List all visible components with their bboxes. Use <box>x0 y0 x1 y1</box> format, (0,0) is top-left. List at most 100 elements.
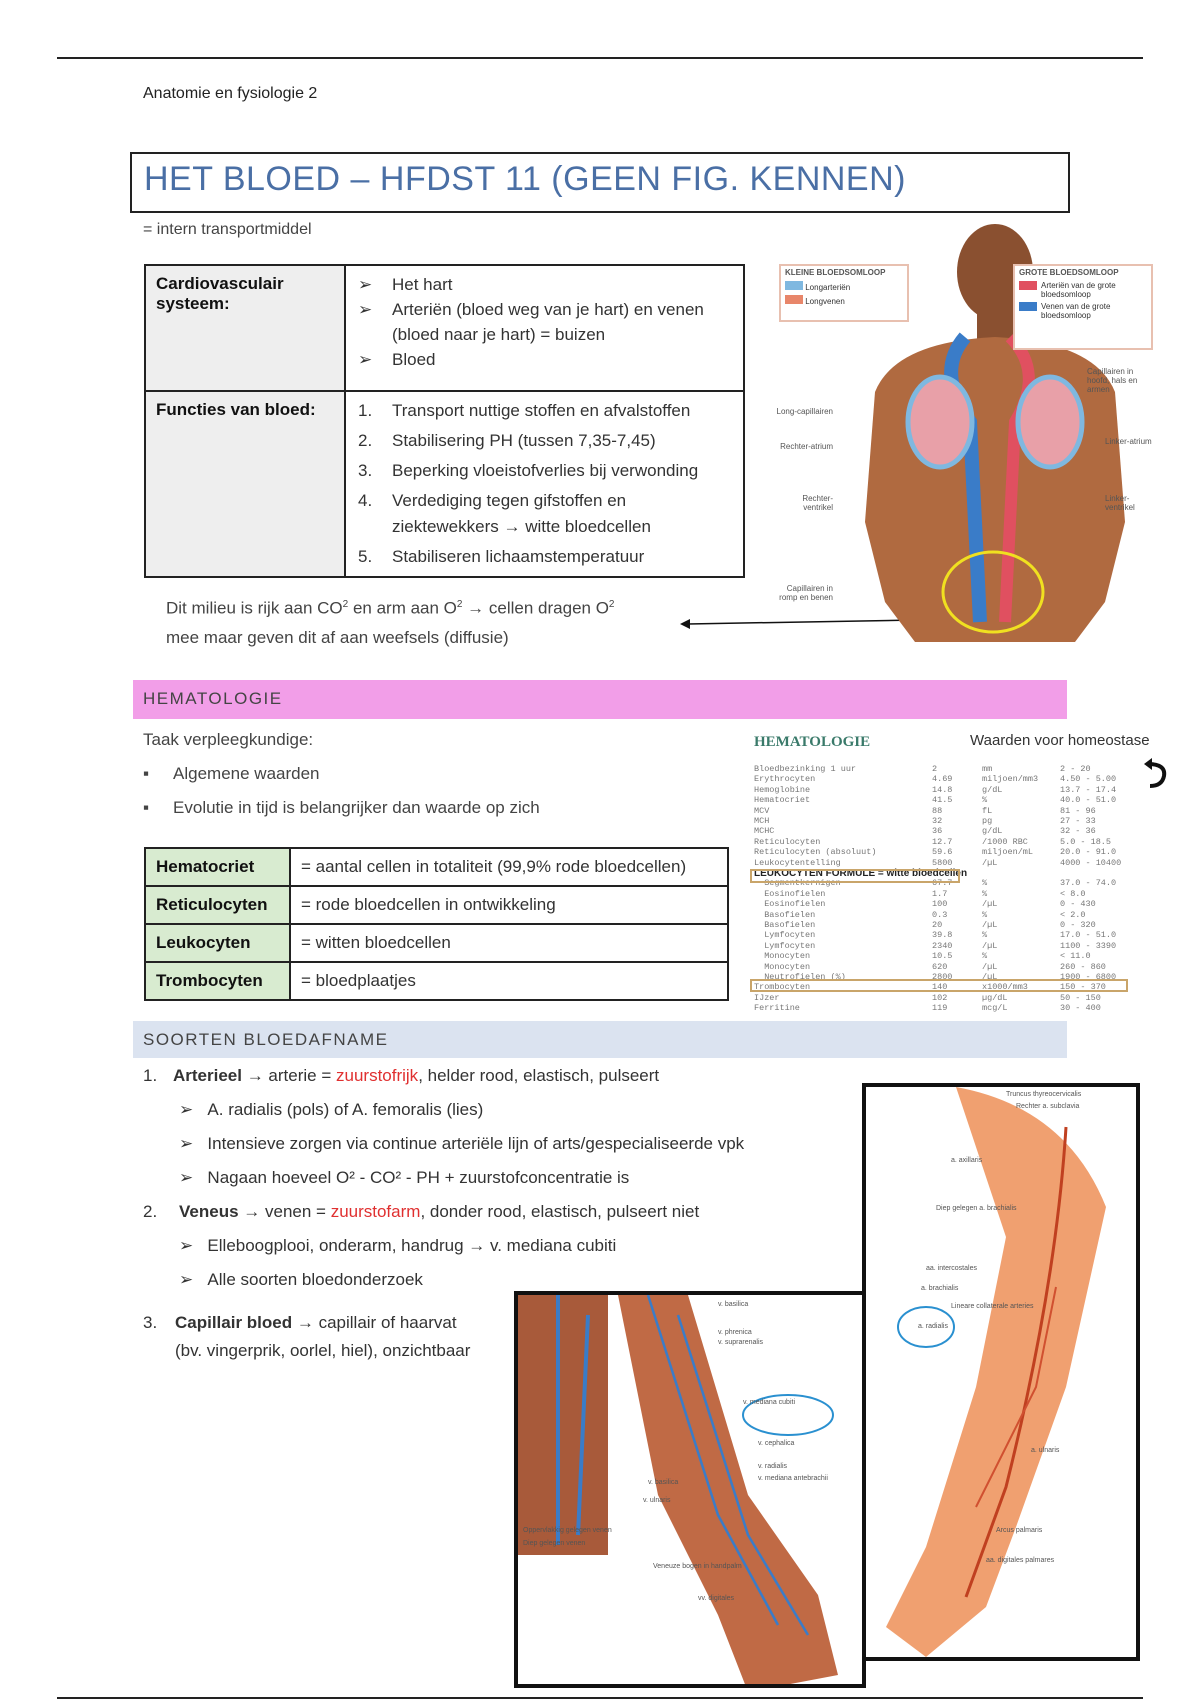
lab-results: HEMATOLOGIE Waarden voor homeostase Bloe… <box>750 732 1174 1014</box>
figure-label: a. ulnaris <box>1031 1447 1060 1454</box>
page-title: HET BLOED – HFDST 11 (GEEN FIG. KENNEN) <box>144 160 906 198</box>
list-item: Verdediging tegen gifstoffen en ziektewe… <box>392 491 651 536</box>
list-item: Het hart <box>392 275 453 294</box>
sub-item: ➢ A. radialis (pols) of A. femoralis (li… <box>179 1100 484 1119</box>
list-item: Stabilisering PH (tussen 7,35-7,45) <box>392 431 656 450</box>
figure-label: v. suprarenalis <box>718 1339 764 1346</box>
intro-text: = intern transportmiddel <box>143 221 312 238</box>
bullet-item: ▪Evolutie in tijd is belangrijker dan wa… <box>143 798 540 817</box>
sub-item: ➢ Elleboogplooi, onderarm, handrug → v. … <box>179 1236 617 1255</box>
sub-item: ➢ Nagaan hoeveel O² - CO² - PH + zuursto… <box>179 1168 630 1187</box>
circulation-figure: KLEINE BLOEDSOMLOOP Longarteriën Longven… <box>765 222 1165 652</box>
arm-illustration <box>518 1295 838 1684</box>
figure-label: Diep gelegen venen <box>523 1540 586 1547</box>
bullet-item: ▪Algemene waarden <box>143 764 320 783</box>
figure-label: v. basilica <box>718 1301 749 1308</box>
definition: = aantal cellen in totaliteit (99,9% rod… <box>289 847 729 887</box>
figure-label: aa. digitales palmares <box>986 1557 1055 1564</box>
figure-label: Arcus palmaris <box>996 1527 1043 1534</box>
figure-label: Linker-ventrikel <box>1105 494 1135 512</box>
figure-label: Diep gelegen a. brachialis <box>936 1205 1017 1212</box>
list-item: Beperking vloeistofverlies bij verwondin… <box>392 461 699 480</box>
figure-label: Truncus thyreocervicalis <box>1006 1091 1082 1098</box>
milieu-note: Dit milieu is rijk aan CO2 en arm aan O2… <box>166 598 615 647</box>
list-item: Arteriën (bloed weg van je hart) en vene… <box>392 300 704 344</box>
figure-label: v. radialis <box>758 1463 788 1470</box>
arm-illustration <box>886 1087 1106 1657</box>
figure-label: Capillairen in hoofd, hals en armen <box>1087 367 1138 394</box>
body-illustration <box>865 224 1125 642</box>
definition: = witten bloedcellen <box>289 923 729 963</box>
figure-label: Long-capillairen <box>776 407 833 416</box>
list-item: 1.Arterieel → arterie = zuurstofrijk, he… <box>143 1066 660 1085</box>
term: Reticulocyten <box>144 885 291 925</box>
arrow-icon <box>680 619 916 629</box>
curved-arrow-icon <box>1144 758 1167 788</box>
lab-row: LEUKOCYTEN FORMULE = witte bloedcellen <box>754 868 968 879</box>
figure-label: vv. digitales <box>698 1595 735 1602</box>
taak-label: Taak verpleegkundige: <box>143 730 314 749</box>
figure-label: v. basilica <box>648 1479 679 1486</box>
cardio-label: Cardiovasculair systeem: <box>144 264 346 392</box>
term: Trombocyten <box>144 961 291 1001</box>
figure-label: a. radialis <box>918 1323 948 1330</box>
vein-figure: v. basilica v. phrenica v. suprarenalis v. … <box>514 1291 866 1688</box>
functies-label: Functies van bloed: <box>144 390 346 578</box>
section-heading-bloedafname: SOORTEN BLOEDAFNAME <box>133 1021 1067 1058</box>
figure-label: Rechter-ventrikel <box>802 494 833 512</box>
figure-label: Linker-atrium <box>1105 437 1152 446</box>
bottom-rule <box>57 1697 1143 1699</box>
functies-list: 1.Transport nuttige stoffen en afvalstof… <box>344 390 745 578</box>
figure-label: v. phrenica <box>718 1329 752 1336</box>
terms-table: Hematocriet= aantal cellen in totaliteit… <box>144 847 729 1001</box>
cardio-list: ➢Het hart ➢Arteriën (bloed weg van je ha… <box>344 264 745 392</box>
title-box: HET BLOED – HFDST 11 (GEEN FIG. KENNEN) <box>130 152 1070 213</box>
figure-label: v. mediana cubiti <box>743 1399 796 1406</box>
term: Hematocriet <box>144 847 291 887</box>
highlight-box <box>750 979 1128 992</box>
figure-label: Veneuze bogen in handpalm <box>653 1563 742 1570</box>
list-item: 3.Capillair bloed → capillair of haarvat <box>143 1313 457 1332</box>
top-rule <box>57 57 1143 59</box>
sub-item: ➢ Intensieve zorgen via continue arterië… <box>179 1134 745 1153</box>
highlight-box <box>750 869 960 883</box>
homeostase-label: Waarden voor homeostase <box>970 732 1150 749</box>
list-item: 2.Veneus → venen = zuurstofarm, donder r… <box>143 1202 700 1221</box>
term: Leukocyten <box>144 923 291 963</box>
figure-label: Rechter-atrium <box>780 442 833 451</box>
section-heading-hematologie: HEMATOLOGIE <box>133 680 1067 719</box>
sub-item: ➢ Alle soorten bloedonderzoek <box>179 1270 423 1289</box>
figure-label: Capillairen in romp en benen <box>779 584 833 602</box>
list-item: Bloed <box>392 350 436 369</box>
figure-label: a. axillaris <box>951 1157 983 1164</box>
figure-label: Rechter a. subclavia <box>1016 1103 1080 1110</box>
figure-label: v. mediana antebrachii <box>758 1475 828 1482</box>
legend-kleine: KLEINE BLOEDSOMLOOP Longarteriën Longven… <box>779 264 909 322</box>
list-item: Stabiliseren lichaamstemperatuur <box>392 547 645 566</box>
list-item: Transport nuttige stoffen en afvalstoffe… <box>392 401 691 420</box>
figure-label: a. brachialis <box>921 1285 959 1292</box>
figure-label: v. cephalica <box>758 1440 795 1447</box>
definition: = bloedplaatjes <box>289 961 729 1001</box>
